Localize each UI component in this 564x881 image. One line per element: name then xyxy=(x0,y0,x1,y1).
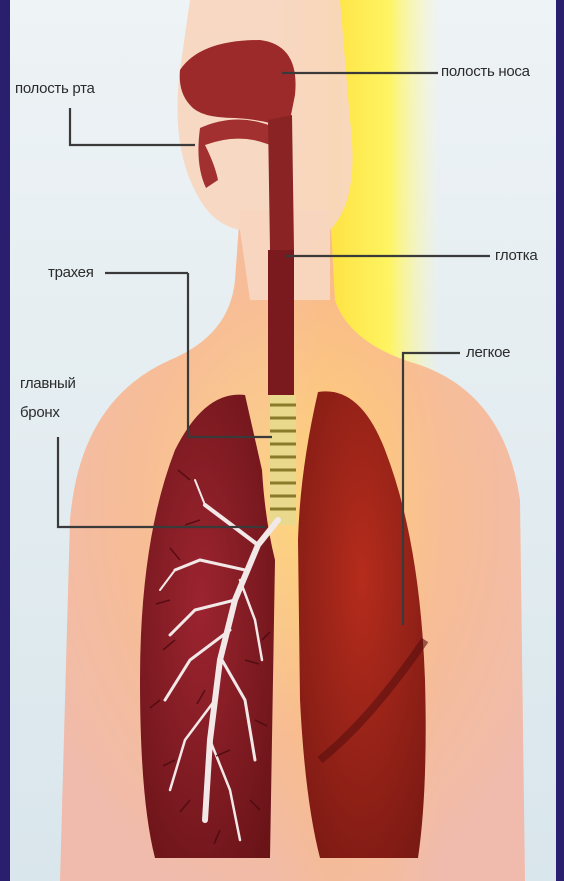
trachea-tube xyxy=(268,250,294,395)
label-nasal-cavity: полость носа xyxy=(441,63,530,81)
label-oral-cavity: полость рта xyxy=(15,80,95,98)
label-trachea: трахея xyxy=(48,264,94,282)
label-lung: легкое xyxy=(466,344,510,362)
label-main-bronchus-line1: главный xyxy=(20,375,76,393)
label-pharynx: глотка xyxy=(495,247,537,265)
pharynx xyxy=(268,115,294,255)
label-main-bronchus-line2: бронх xyxy=(20,404,60,422)
trachea-rings xyxy=(270,395,296,525)
